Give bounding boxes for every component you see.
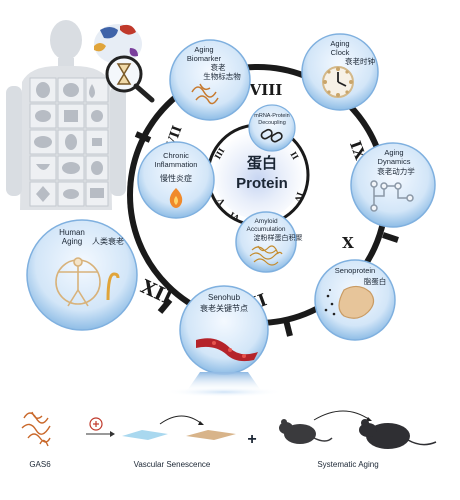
numeral-viii: VIII (249, 81, 283, 99)
mrna-en1: mRNA-Protein (254, 113, 289, 119)
senohub-en: Senohub (208, 293, 241, 302)
numeral-v: V (215, 196, 228, 208)
human-body-illustration (6, 20, 126, 210)
node-chronic-inflammation: Chronic Inflammation 慢性炎症 (137, 141, 215, 219)
vascular-cells-icon (122, 430, 236, 440)
gas6-protein-icon (21, 411, 51, 447)
vascular-senescence-label: Vascular Senescence (134, 460, 211, 469)
chronic-inflammation-en1: Chronic (163, 151, 189, 160)
node-mrna-protein-decoupling: mRNA-Protein Decoupling (248, 104, 296, 152)
aging-clock-cn: 衰老时钟 (345, 56, 375, 66)
chronic-inflammation-en2: Inflammation (155, 160, 198, 169)
amyloid-fibril-icon (249, 245, 283, 266)
senohub-cn: 衰老关键节点 (200, 303, 248, 313)
node-aging-clock: Aging Clock 衰老时钟 (301, 33, 379, 111)
network-dynamics-icon (370, 180, 414, 212)
core-glow (214, 131, 302, 219)
aged-mouse-icon (359, 419, 437, 449)
node-amyloid-accumulation: Amyloid Accumulation 淀粉样蛋白积聚 (235, 211, 303, 273)
protein-structure-icon (191, 83, 219, 105)
gas6-label: GAS6 (29, 460, 51, 469)
node-human-aging: Human Aging 人类衰老 (26, 219, 138, 331)
senoprotein-cn: 脂蛋白 (364, 276, 387, 286)
clock-icon (322, 66, 354, 98)
numeral-ii: II (288, 150, 301, 162)
aging-biomarker-cn2: 生物标志物 (203, 71, 241, 81)
systematic-aging-label: Systematic Aging (317, 460, 378, 469)
senohub-pointer (186, 372, 262, 392)
aging-biomarker-en2: Biomarker (187, 54, 222, 63)
aging-clock-en1: Aging (330, 39, 349, 48)
numeral-iv: IV (292, 191, 305, 205)
magnifier-hourglass-icon (94, 24, 155, 103)
curved-arrow-2 (313, 410, 371, 421)
cane-icon (106, 272, 120, 301)
center-title-cn: 蛋白 (247, 154, 277, 172)
senescent-cell-icon (338, 285, 375, 319)
chain-link-icon (260, 128, 283, 143)
mrna-en2: Decoupling (258, 120, 286, 126)
aging-biomarker-en1: Aging (194, 45, 213, 54)
protein-dots (324, 289, 336, 316)
amyloid-en2: Accumulation (246, 226, 285, 233)
numeral-x: X (342, 234, 354, 252)
arrow-head-icon (110, 431, 115, 437)
aging-biomarker-cn1: 衰老 (211, 62, 226, 72)
aging-clock-en2: Clock (331, 48, 350, 57)
node-senohub: Senohub 衰老关键节点 (179, 285, 269, 375)
center-title-en: Protein (236, 175, 288, 192)
amyloid-en1: Amyloid (254, 218, 278, 225)
curved-arrow-1 (159, 415, 203, 425)
amyloid-cn: 淀粉样蛋白积聚 (254, 233, 303, 242)
node-aging-dynamics: Aging Dynamics 衰老动力学 (350, 142, 436, 228)
senoprotein-en: Senoprotein (335, 266, 375, 275)
plus-sign: + (247, 431, 256, 448)
young-mouse-icon (279, 419, 333, 444)
human-aging-en1: Human (59, 228, 85, 237)
human-aging-cn: 人类衰老 (92, 236, 124, 246)
human-aging-en2: Aging (62, 237, 82, 246)
numeral-iii: III (212, 146, 226, 161)
node-aging-biomarker: Aging Biomarker 衰老 生物标志物 (169, 39, 251, 121)
vitruvian-man-icon (55, 257, 101, 307)
numeral-vi: VI (227, 210, 242, 224)
aging-dynamics-en2: Dynamics (378, 157, 411, 166)
plus-circle-icon (89, 417, 103, 431)
node-senoprotein: Senoprotein 脂蛋白 (314, 259, 396, 341)
chronic-inflammation-cn: 慢性炎症 (160, 173, 192, 183)
aging-dynamics-en1: Aging (384, 148, 403, 157)
aging-dynamics-cn: 衰老动力学 (377, 166, 415, 176)
